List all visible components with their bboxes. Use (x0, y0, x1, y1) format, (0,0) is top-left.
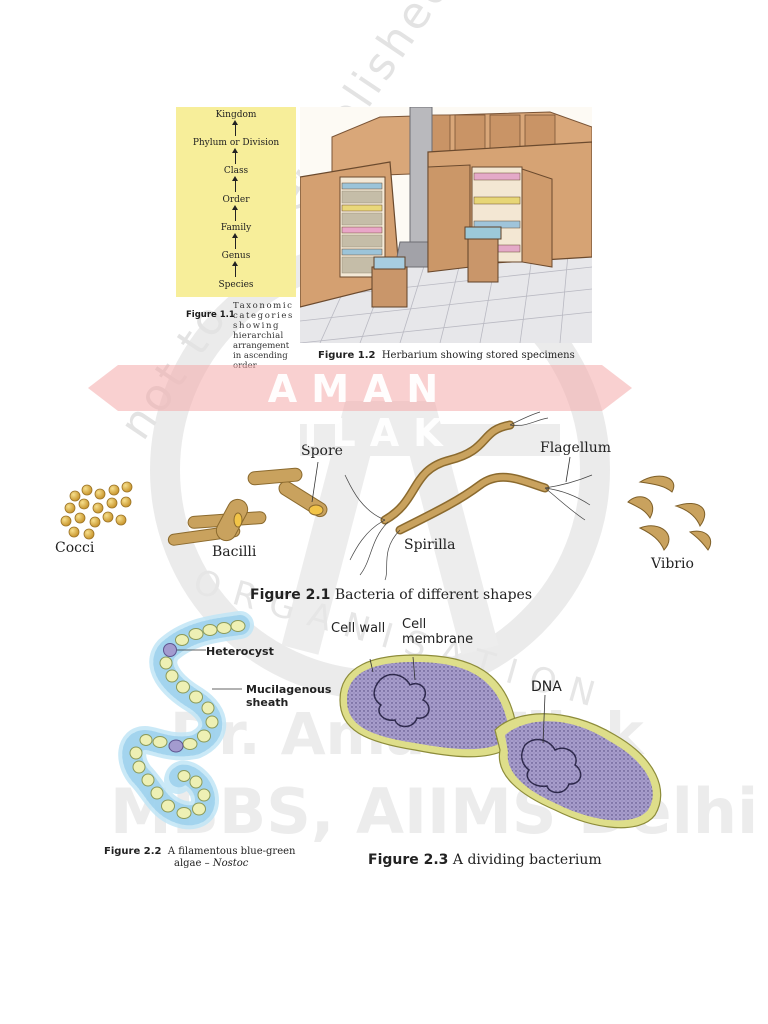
herbarium-illustration (300, 107, 592, 343)
dividing-bacterium-illustration (339, 654, 662, 829)
arrow-up-icon (232, 176, 238, 192)
taxonomy-level: Family (220, 223, 252, 233)
label-dna: DNA (531, 679, 562, 695)
label-bacilli: Bacilli (212, 544, 257, 560)
vibrio-cells (627, 475, 712, 551)
label-flagellum: Flagellum (540, 440, 612, 456)
cocci-cells (60, 481, 133, 540)
taxonomy-level: Order (222, 195, 250, 205)
caption-number: Figure 2.1 (250, 587, 331, 603)
caption-number: Figure 2.2 (104, 846, 162, 857)
watermark-banner (118, 365, 602, 411)
taxonomy-level: Species (218, 280, 254, 290)
figure-1-1-caption-text: Taxonomic categories showing hierarchial… (233, 301, 295, 371)
caption-text: Herbarium showing stored specimens (381, 350, 575, 361)
spirilla-cells (344, 411, 593, 581)
bacilli-cells (167, 467, 328, 546)
figure-2-1-caption: Figure 2.1 Bacteria of different shapes (250, 587, 532, 603)
caption-number: Figure 2.3 (368, 852, 449, 868)
caption-text: Bacteria of different shapes (334, 587, 533, 603)
taxonomy-panel: Kingdom Phylum or Division Class Order F… (176, 107, 296, 297)
label-spore: Spore (301, 443, 343, 459)
arrow-up-icon (232, 261, 238, 277)
caption-number: Figure 1.2 (318, 350, 376, 361)
figure-1-2-caption: Figure 1.2 Herbarium showing stored spec… (318, 350, 575, 361)
taxonomy-level: Class (223, 166, 249, 176)
figure-2-2-caption: Figure 2.2 A filamentous blue-green alga… (104, 846, 296, 869)
caption-number: Figure 1.1 (186, 310, 235, 320)
figure-1-1-caption: Figure 1.1 (186, 302, 235, 321)
arrow-up-icon (232, 148, 238, 164)
arrow-up-icon (232, 205, 238, 221)
caption-text: A dividing bacterium (452, 852, 602, 868)
label-cell-membrane: Cell membrane (402, 617, 474, 647)
taxonomy-level: Kingdom (215, 110, 257, 120)
watermark-banner-right-tip (602, 365, 632, 411)
label-cell-wall: Cell wall (331, 621, 386, 636)
figure-2-3-caption: Figure 2.3 A dividing bacterium (368, 852, 602, 868)
label-heterocyst: Heterocyst (206, 645, 274, 658)
arrow-up-icon (232, 120, 238, 136)
arrow-up-icon (232, 233, 238, 249)
label-vibrio: Vibrio (651, 556, 694, 572)
watermark-banner-left-tip (88, 365, 118, 411)
taxonomy-level: Genus (221, 251, 251, 261)
label-mucilagenous-sheath: Mucilagenous sheath (246, 683, 332, 709)
label-cocci: Cocci (55, 540, 95, 556)
label-spirilla: Spirilla (404, 537, 456, 553)
taxonomy-level: Phylum or Division (192, 138, 280, 148)
